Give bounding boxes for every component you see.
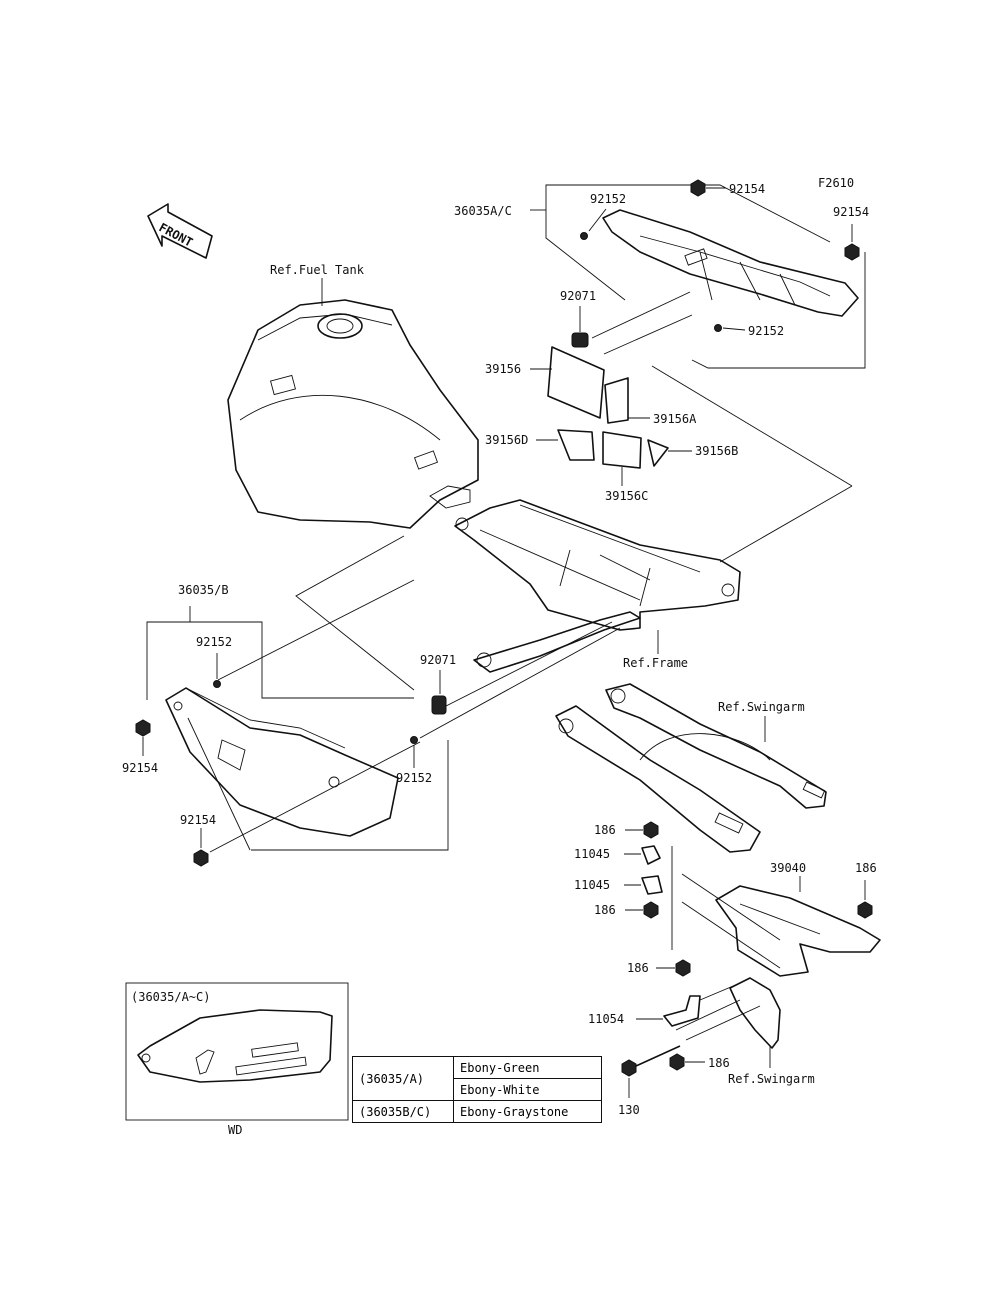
decal-39156 [547,346,605,419]
seat-cowl-upper [602,209,859,317]
label-11054: 11054 [588,1012,624,1026]
label-36035B: 36035/B [178,583,229,597]
table-row: (36035B/C) Ebony-Graystone [352,1100,602,1123]
label-92154-bottom: 92154 [180,813,216,827]
bracket-36035AC [530,184,866,369]
decal-39156A [604,377,629,424]
label-92152-right: 92152 [748,324,784,338]
label-130: 130 [618,1103,640,1117]
fuel-tank-reference [227,299,479,529]
label-39156: 39156 [485,362,521,376]
grommet-92152-left [213,680,221,688]
bolt-92154-left [135,719,151,737]
inset-title: (36035/A~C) [131,990,210,1004]
label-ref-swingarm-top: Ref.Swingarm [718,700,805,714]
label-92152-left: 92152 [196,635,232,649]
clamp-11045-a [641,845,661,865]
label-92154-top: 92154 [729,182,765,196]
bracket-11054 [663,995,701,1027]
bolt-186-a [643,821,659,839]
chain-cover-39040 [715,885,881,977]
damper-92071-top [571,332,589,348]
label-39156A: 39156A [653,412,697,426]
label-186-e: 186 [708,1056,730,1070]
bolt-186-d [675,959,691,977]
label-ref-fuel-tank: Ref.Fuel Tank [270,263,365,277]
table-cell-color: Ebony-Graystone [453,1100,602,1123]
clamp-11045-b [641,875,663,895]
grommet-92152-mid [410,736,418,744]
color-variant-table: (36035/A) Ebony-Green Ebony-White (36035… [352,1056,602,1123]
label-92152-top: 92152 [590,192,626,206]
label-ref-frame: Ref.Frame [623,656,688,670]
bolt-186-b [643,901,659,919]
grommet-92152-top [580,232,588,240]
swingarm-reference-top [555,683,827,853]
table-cell-code: (36035/A) [352,1056,454,1101]
label-39156B: 39156B [695,444,738,458]
label-92071-top: 92071 [560,289,596,303]
label-11045-b: 11045 [574,878,610,892]
figure-code: F2610 [818,176,854,190]
label-186-d: 186 [627,961,649,975]
label-39040: 39040 [770,861,806,875]
label-186-b: 186 [594,903,616,917]
side-cover-lower [165,687,399,837]
decal-39156D [557,429,595,461]
frame-reference [454,499,741,673]
label-186-c: 186 [855,861,877,875]
table-row: Ebony-White [353,1078,602,1101]
label-92071-mid: 92071 [420,653,456,667]
label-36035AC: 36035A/C [454,204,512,218]
label-ref-swingarm-bottom: Ref.Swingarm [728,1072,815,1086]
bolt-92154-top [690,179,706,197]
bolt-186-e [669,1053,685,1071]
label-39156D: 39156D [485,433,528,447]
bolt-92154-right [844,243,860,261]
table-cell-color: Ebony-White [453,1078,602,1101]
decal-39156C [602,431,642,469]
label-92152-mid: 92152 [396,771,432,785]
label-39156C: 39156C [605,489,648,503]
damper-92071-mid [431,695,447,715]
table-cell-color: Ebony-Green [453,1056,602,1079]
inset-box [125,982,349,1121]
bolt-92154-bottom [193,849,209,867]
table-cell-code: (36035B/C) [352,1100,454,1123]
table-row: (36035/A) Ebony-Green [352,1056,602,1101]
label-11045-a: 11045 [574,847,610,861]
grommet-92152-right [714,324,722,332]
label-92154-left: 92154 [122,761,158,775]
bolt-130 [621,1045,681,1077]
label-186-a: 186 [594,823,616,837]
label-92154-right: 92154 [833,205,869,219]
decal-39156B [647,439,669,467]
front-arrow-icon: FRONT [147,203,213,259]
inset-caption: WD [228,1123,242,1137]
bolt-186-c [857,901,873,919]
swingarm-reference-bottom [675,977,781,1049]
